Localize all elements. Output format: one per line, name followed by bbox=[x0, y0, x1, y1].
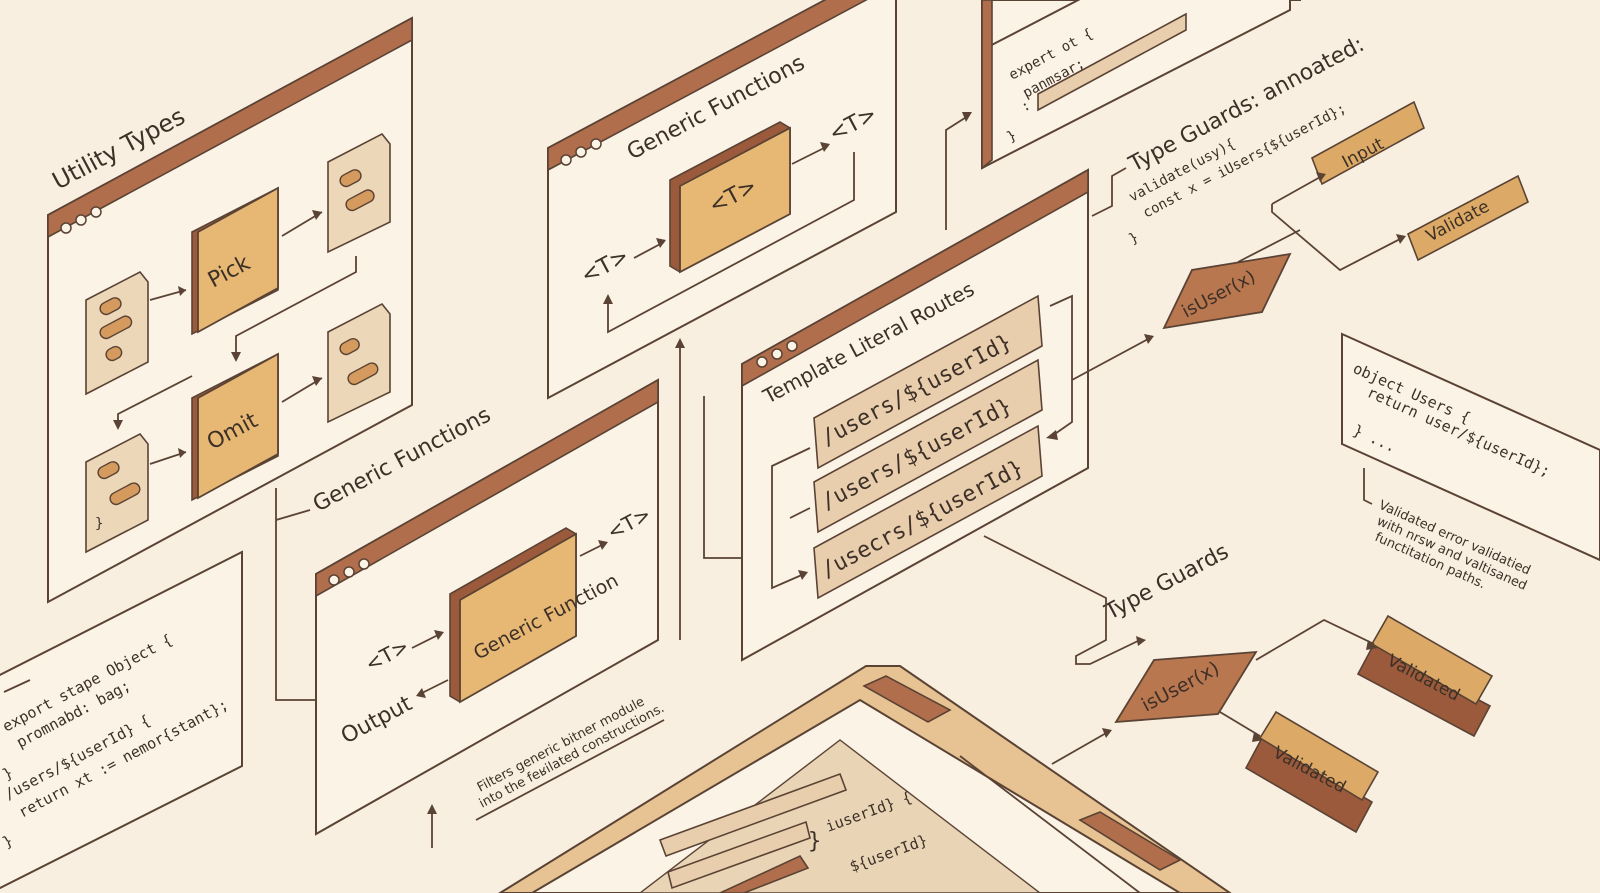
connector bbox=[703, 396, 742, 559]
connector bbox=[1091, 167, 1127, 217]
window-dot bbox=[60, 222, 72, 234]
isuser-decision-top bbox=[1162, 252, 1292, 330]
route-pill-2 bbox=[813, 358, 1043, 534]
connector bbox=[275, 488, 316, 701]
window-dot bbox=[771, 348, 783, 360]
omitted-document-icon bbox=[327, 302, 391, 424]
brace-glyph: } bbox=[95, 516, 103, 532]
window-dot bbox=[590, 138, 602, 150]
omit-box bbox=[197, 352, 279, 500]
validate-node bbox=[1406, 174, 1530, 262]
type-guards-bottom-title: Type Guards bbox=[1100, 539, 1233, 625]
svg-text:}: } bbox=[808, 829, 821, 854]
window-dot bbox=[575, 146, 587, 158]
window-dot bbox=[358, 558, 370, 570]
top-code-window: expert ot { panmsar; : } bbox=[981, 0, 1301, 170]
object-users-panel: object Users { return user/${userId}; } … bbox=[1341, 332, 1600, 594]
utility-types-panel: Utility Types Pick Omit bbox=[47, 16, 413, 604]
route-pill-3 bbox=[813, 424, 1043, 600]
generic-functions-top-panel: Generic Functions <T> <T> <T> bbox=[547, 0, 897, 400]
generic-function-box bbox=[459, 532, 577, 704]
input-document-icon bbox=[85, 270, 149, 396]
bottom-window: iuserId} { ${userId} } bbox=[498, 665, 1232, 893]
window-dot bbox=[756, 356, 768, 368]
window-dot bbox=[328, 574, 340, 586]
bottom-window-field-1 bbox=[658, 772, 848, 858]
connector bbox=[275, 509, 311, 521]
left-code-panel: export stape Object { promnabd: bag; /us… bbox=[0, 550, 243, 890]
isuser-decision-bottom bbox=[1114, 650, 1258, 724]
validated-node-2 bbox=[1258, 710, 1380, 802]
window-dot bbox=[786, 340, 798, 352]
route-pill-1 bbox=[813, 294, 1043, 470]
bottom-window-field-2 bbox=[667, 820, 811, 890]
generic-t-box bbox=[679, 126, 791, 274]
window-dot bbox=[343, 566, 355, 578]
source-document-icon: } bbox=[85, 432, 149, 554]
tg-code-line-3: } bbox=[1126, 229, 1141, 247]
top-code-field bbox=[1037, 12, 1187, 112]
window-dot bbox=[560, 154, 572, 166]
validated-node-1 bbox=[1370, 614, 1494, 706]
connector bbox=[945, 115, 969, 230]
generic-functions-mid-panel: Generic Functions Generic Function <T> <… bbox=[309, 378, 667, 848]
pick-box bbox=[197, 186, 279, 334]
window-dot bbox=[90, 206, 102, 218]
picked-document-icon bbox=[327, 132, 391, 254]
window-dot bbox=[75, 214, 87, 226]
